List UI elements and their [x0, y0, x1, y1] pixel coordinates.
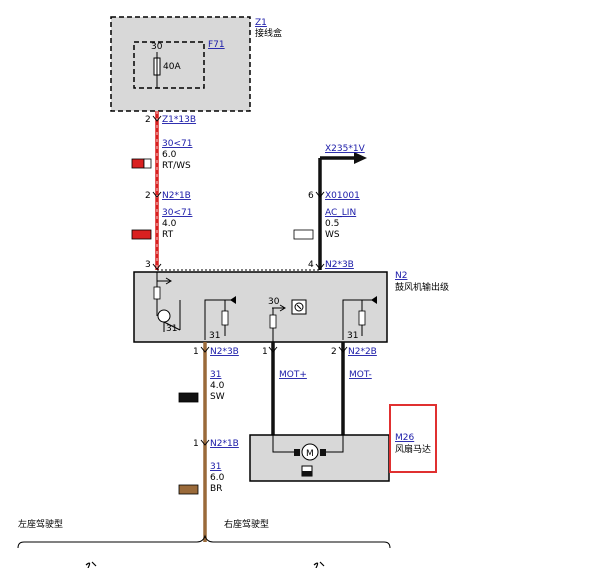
w3-circuit-link[interactable]: AC_LIN — [325, 208, 356, 218]
variant-left-label: 左座驾驶型 — [18, 518, 63, 530]
variant-brace — [17, 534, 391, 549]
n2-left-arrow-icon — [157, 277, 172, 285]
n2-center-arrow-icon — [272, 304, 286, 312]
fuse-pin-30-label: 30 — [151, 42, 163, 52]
w4-color-label: SW — [210, 392, 225, 402]
n2-blower-output-stage — [133, 271, 388, 343]
w5-circuit-link[interactable]: 31 — [210, 462, 221, 472]
n2-inner-31a-label: 31 — [166, 324, 177, 334]
n2-block4-outline — [342, 299, 377, 340]
n2-1b-pin-label: 2 — [145, 191, 151, 201]
motor-icon — [301, 443, 319, 461]
w1-color-label: RT/WS — [162, 161, 191, 171]
z1-13b-link[interactable]: Z1*13B — [162, 115, 196, 125]
mot-plus-link[interactable]: MOT+ — [279, 370, 307, 380]
n2-1b-bottom-link[interactable]: N2*1B — [210, 439, 239, 449]
w3-size-label: 0.5 — [325, 219, 339, 229]
n2-block2-arrow-icon — [230, 296, 236, 304]
thermal-sensor-dial — [294, 302, 304, 312]
z1-id-link[interactable]: Z1 — [255, 18, 267, 28]
fuse-rating-label: 40A — [163, 62, 181, 72]
n2-block4-arrow-icon — [371, 296, 377, 304]
motor-terminal-right — [320, 449, 326, 456]
connector-mark-n2-bottom — [200, 346, 210, 353]
z1-pin-label: 2 — [145, 115, 151, 125]
w3-color-label: WS — [325, 230, 340, 240]
w1-circuit-link[interactable]: 30<71 — [162, 139, 192, 149]
n2-3b-top-link[interactable]: N2*3B — [325, 260, 354, 270]
w1-size-label: 6.0 — [162, 150, 177, 160]
f71-fuse-box — [133, 41, 205, 89]
n2-inner-31b-label: 31 — [209, 331, 220, 341]
n2-bottom-pin1-label: 1 — [193, 347, 199, 357]
mot-minus-pin-label: 2 — [331, 347, 337, 357]
m26-name-label: 风扇马达 — [395, 443, 431, 455]
thermal-sensor-needle — [296, 304, 302, 310]
motor-ground-icon-fill — [302, 471, 312, 476]
m26-highlight-box — [389, 404, 437, 473]
w2-size-label: 4.0 — [162, 219, 177, 229]
n2-block2-resistor — [221, 310, 229, 326]
variant-right-label: 右座驾驶型 — [224, 518, 269, 530]
motor-terminal-left — [294, 449, 300, 456]
w4-size-label: 4.0 — [210, 381, 225, 391]
m26-fan-motor-box — [249, 434, 390, 482]
variant-right-marker — [313, 561, 325, 568]
connector-mark-n2-pin4 — [315, 263, 325, 270]
connector-mark-n2-1b — [152, 191, 162, 198]
mot-plus-pin-label: 1 — [262, 347, 268, 357]
w1-color-swatch-red — [131, 158, 145, 169]
arrow-right-icon — [354, 152, 367, 164]
x235-link[interactable]: X235*1V — [325, 144, 366, 154]
w3-color-swatch-white — [293, 229, 314, 240]
w4-circuit-link[interactable]: 31 — [210, 370, 221, 380]
w2-circuit-link[interactable]: 30<71 — [162, 208, 192, 218]
w5-color-swatch-brown — [178, 484, 199, 495]
n2-block2-outline — [204, 299, 236, 340]
mot-minus-link[interactable]: MOT- — [349, 370, 372, 380]
w2-color-label: RT — [162, 230, 174, 240]
n2-left-resistor — [153, 286, 161, 300]
n2-2b-link[interactable]: N2*2B — [348, 347, 377, 357]
connector-mark-z1 — [152, 115, 162, 122]
w5-color-label: BR — [210, 484, 222, 494]
w5-pin-label: 1 — [193, 439, 199, 449]
w1-color-swatch-white — [143, 158, 152, 169]
x01001-link[interactable]: X01001 — [325, 191, 360, 201]
variant-left-marker — [85, 561, 97, 568]
motor-internal-wiring — [272, 435, 344, 453]
n2-pin4-label: 4 — [308, 260, 314, 270]
connector-mark-w5 — [200, 439, 210, 446]
n2-pin3-label: 3 — [145, 260, 151, 270]
w2-color-swatch-red — [131, 229, 152, 240]
w4-color-swatch-black — [178, 392, 199, 403]
w5-size-label: 6.0 — [210, 473, 225, 483]
connector-mark-x01001 — [315, 191, 325, 198]
transistor-icon — [157, 309, 171, 323]
f71-id-link[interactable]: F71 — [208, 40, 225, 50]
motor-symbol-label: M — [306, 449, 314, 459]
connector-mark-mot-plus — [268, 346, 278, 353]
connector-mark-n2-pin3 — [152, 263, 162, 270]
n2-inner-31c-label: 31 — [347, 331, 358, 341]
n2-block4-resistor — [358, 310, 366, 326]
connector-mark-mot-minus — [338, 346, 348, 353]
z1-name-label: 接线盒 — [255, 27, 282, 39]
n2-left-wire-3 — [163, 321, 181, 331]
n2-inner-30-label: 30 — [268, 297, 280, 307]
x01001-pin-label: 6 — [308, 191, 314, 201]
m26-id-link[interactable]: M26 — [395, 433, 414, 443]
n2-1b-link[interactable]: N2*1B — [162, 191, 191, 201]
n2-id-link[interactable]: N2 — [395, 271, 407, 281]
n2-center-resistor — [269, 314, 277, 329]
n2-3b-bottom-link[interactable]: N2*3B — [210, 347, 239, 357]
n2-name-label: 鼓风机输出级 — [395, 281, 449, 293]
